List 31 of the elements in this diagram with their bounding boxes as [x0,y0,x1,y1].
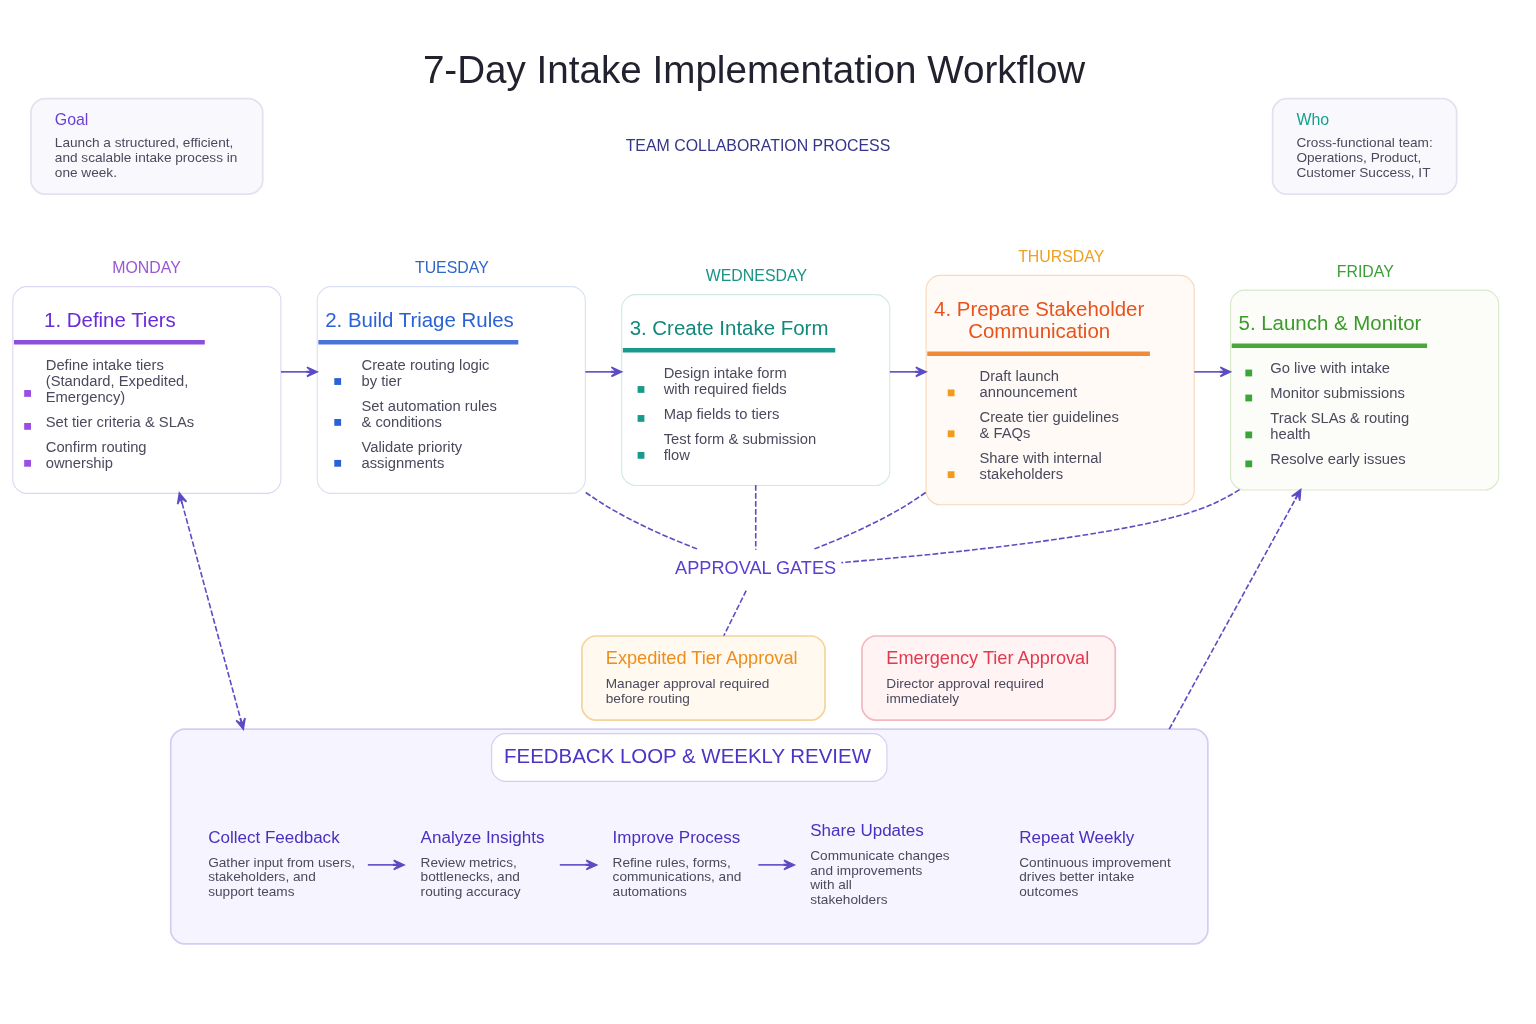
arrow [280,365,318,377]
node-label: WEDNESDAY [705,266,807,284]
connector [723,589,747,637]
arrow [1168,488,1302,730]
node-text: Improve Process Refine rules, forms, communications, and automations [612,827,742,899]
arrow [176,491,246,730]
arrow [889,365,927,377]
node-box: Goal Launch a structured, efficient, and scalable intake process in one week. [30,97,264,195]
node-label: THURSDAY [1018,247,1105,265]
arrow [757,859,795,870]
node-text: Collect Feedback Gather input from users, stakeholders, and support teams [208,827,356,899]
connector [584,491,700,550]
node-text: Analyze Insights Review metrics, bottlenecks, and routing accuracy [420,827,545,899]
arrow [584,365,623,377]
connector [754,483,757,550]
node-text: Share Updates Communicate changes and improvements with all stakeholders [810,820,950,907]
node-text: APPROVAL GATES [675,557,837,578]
node-box: Expedited Tier Approval Manager approval required before routing [581,634,826,721]
node-label: FRIDAY [1336,262,1394,280]
node-box: Emergency Tier Approval Director approval required immediately [861,634,1117,721]
arrow [367,859,405,870]
arrow [1193,365,1232,377]
label: TEAM COLLABORATION PROCESS [625,136,891,154]
node-text: Repeat Weekly Continuous improvement drives better intake outcomes [1019,827,1171,899]
node-label: TUESDAY [414,258,489,276]
connector [811,491,927,550]
node-box: Who Cross-functional team: Operations, Product, Customer Success, IT [1271,97,1458,195]
connector [840,488,1241,563]
diagram-title: 7-Day Intake Implementation Workflow [422,47,1086,91]
arrow [559,859,598,870]
node-label: MONDAY [112,258,181,276]
